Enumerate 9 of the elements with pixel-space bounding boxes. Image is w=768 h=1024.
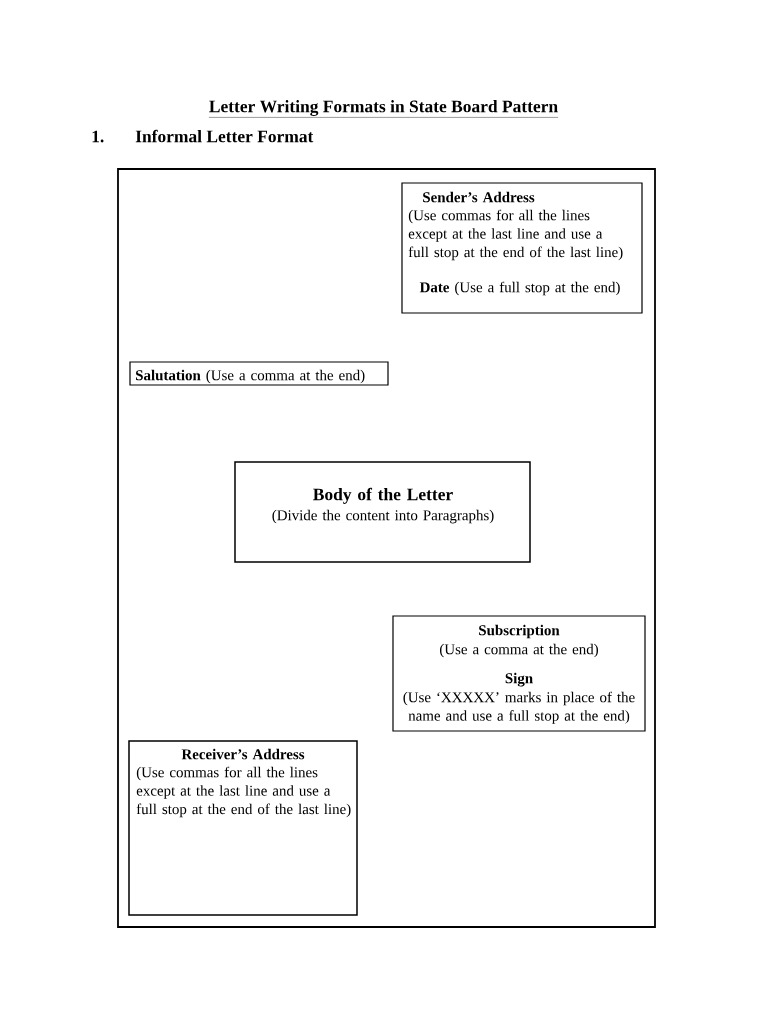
closing-box: Subscription (Use a comma at the end) Sign (Use ‘XXXXX’ marks in place of the name and use a full stop at the end) <box>392 615 646 732</box>
title: Letter Writing Formats in State Board Pattern <box>208 100 559 118</box>
address-box: Receiver’s Address (Use commas for all the lines except at the last line and use a full stop at the end of the last line) <box>128 740 358 916</box>
address-box: Sender’s Address (Use commas for all the lines except at the last line and use a full stop at the end of the last line) Date (Use a full stop at the end) <box>401 182 643 314</box>
section-number: 1. <box>92 130 104 143</box>
section-heading: Informal Letter Format <box>135 129 314 143</box>
letter-body-box: Body of the Letter (Divide the content into Paragraphs) <box>234 461 531 563</box>
letter-frame <box>117 168 656 928</box>
salutation-box: Salutation (Use a comma at the end) <box>129 361 389 386</box>
